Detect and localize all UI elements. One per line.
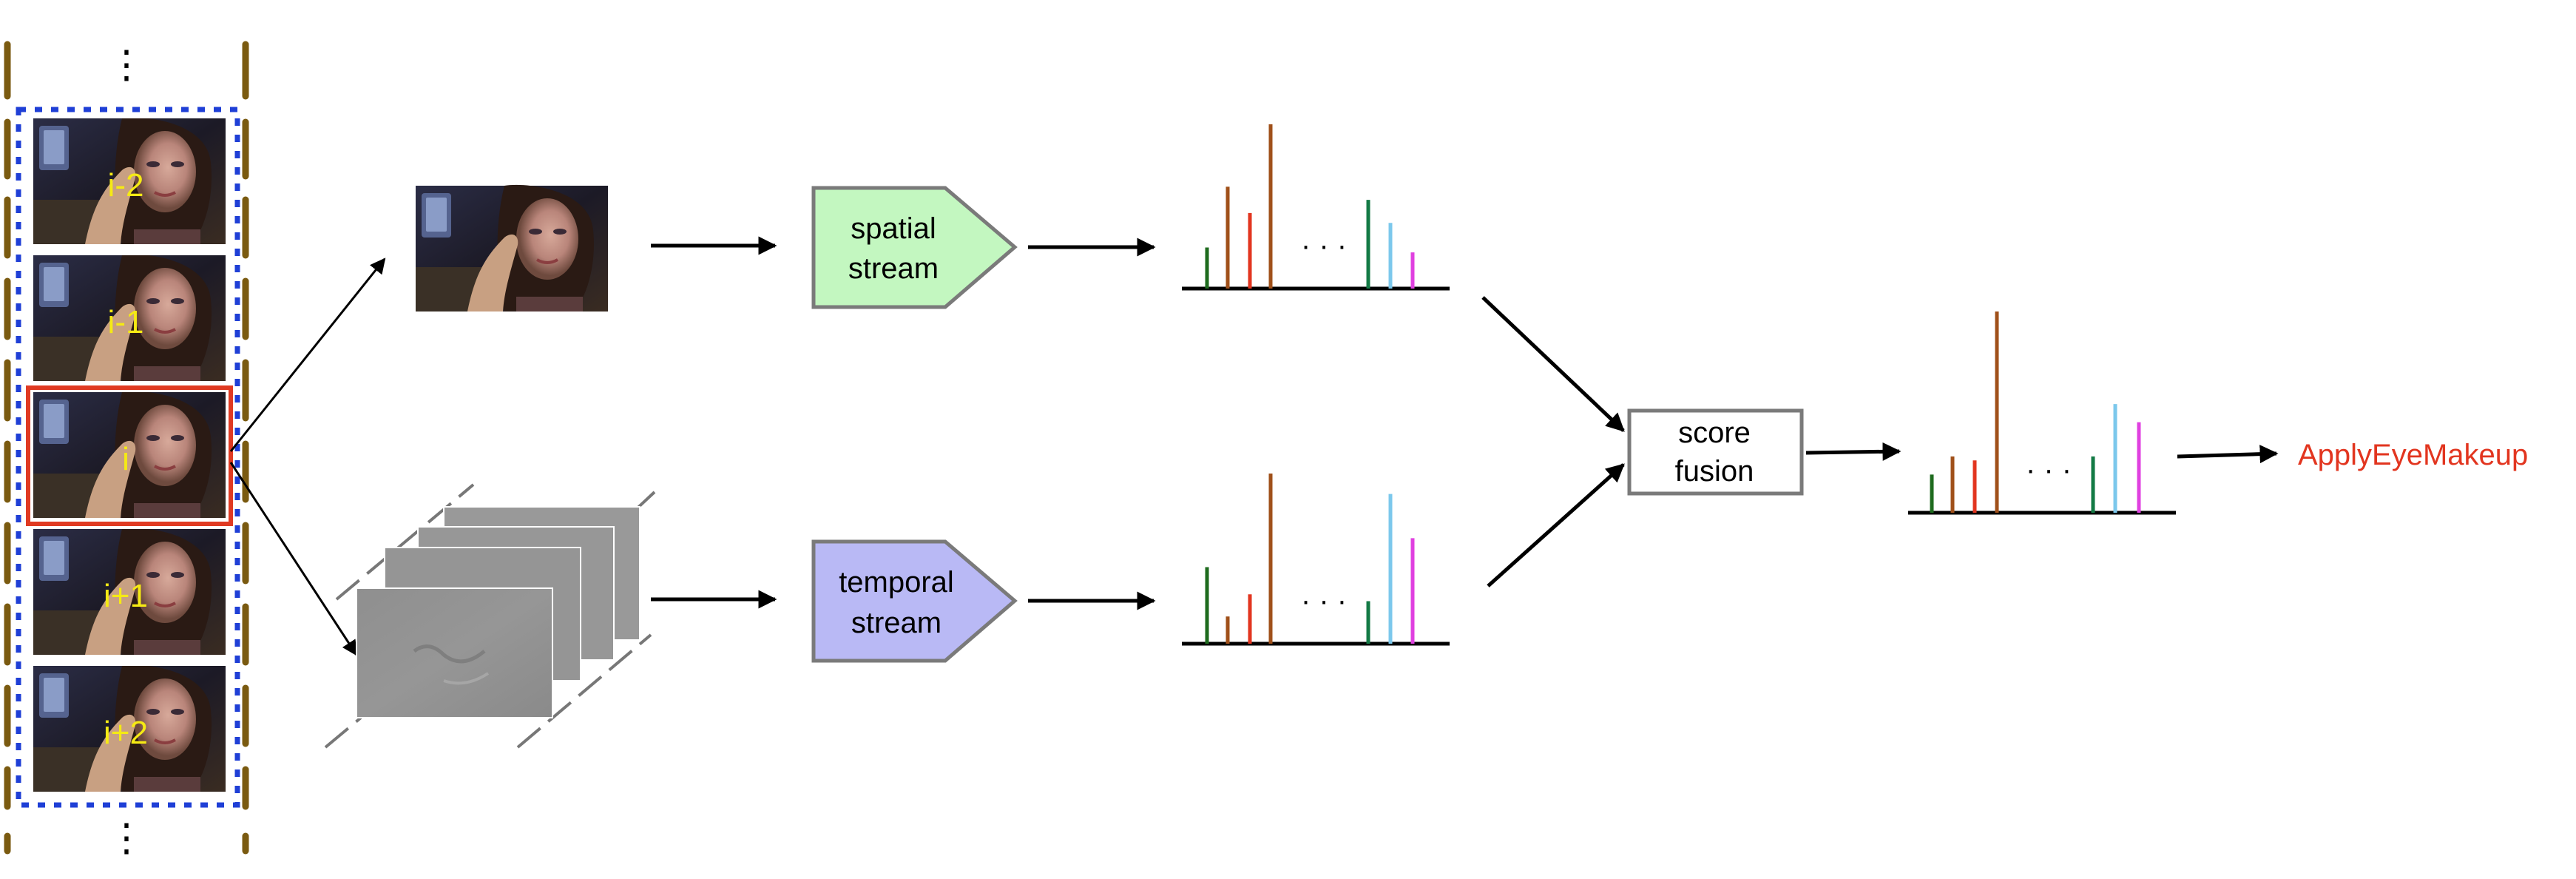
frame-label: i+1 — [104, 578, 148, 614]
arrow-frame-to-rgb — [229, 257, 386, 452]
flow-stack-diagonal — [324, 716, 362, 749]
frame-label: i+2 — [104, 715, 148, 751]
frame-i-minus-1: i-1 — [33, 255, 226, 381]
temporal-stream-label-line1: temporal — [839, 566, 954, 599]
spatial-score-chart: · · · — [1182, 124, 1450, 291]
film-strip: ⋮ ⋮ i-2 i-1 i i+1 i+2 — [4, 41, 249, 860]
chart-ellipsis: · · · — [1301, 585, 1347, 617]
flow-motion-texture — [413, 644, 486, 664]
frame-i: i — [26, 385, 233, 526]
spatial-stream-block: spatial stream — [811, 186, 1018, 309]
fused-score-chart: · · · — [1908, 311, 2176, 515]
stacked-frames-border — [16, 107, 240, 808]
flow-stack-diagonal — [516, 633, 652, 749]
temporal-score-chart: · · · — [1182, 474, 1450, 646]
flow-stack-diagonal — [335, 483, 475, 601]
frame-label: i — [122, 441, 129, 477]
frame-label: i-2 — [108, 167, 144, 203]
spatial-stream-label-line2: stream — [848, 252, 939, 285]
score-fusion-label-line2: fusion — [1675, 455, 1754, 488]
film-bottom-ellipsis: ⋮ — [107, 817, 146, 860]
optical-flow-stack — [324, 483, 656, 749]
frame-label: i-1 — [108, 304, 144, 340]
frame-i-minus-2: i-2 — [33, 118, 226, 244]
chart-ellipsis: · · · — [2026, 454, 2072, 486]
chart-ellipsis: · · · — [1301, 229, 1347, 262]
temporal-stream-label-line2: stream — [851, 607, 942, 639]
film-top-ellipsis: ⋮ — [107, 44, 146, 87]
arrow-fused-scores-to-output — [2177, 445, 2279, 464]
spatial-stream-label-line1: spatial — [851, 212, 936, 245]
score-fusion-label-line1: score — [1678, 417, 1751, 449]
flow-frame — [356, 587, 553, 718]
frame-i-plus-2: i+2 — [33, 666, 226, 792]
arrow-temporal-scores-to-fusion — [1487, 463, 1625, 587]
current-frame-highlight — [26, 385, 233, 526]
arrow-fusion-to-fused-scores — [1805, 442, 1901, 461]
frame-i-plus-1: i+1 — [33, 529, 226, 655]
predicted-class-label: ApplyEyeMakeup — [2298, 439, 2528, 471]
score-fusion-block: score fusion — [1627, 408, 1804, 496]
flow-motion-texture — [443, 672, 490, 685]
arrow-spatial-scores-to-fusion — [1481, 296, 1625, 432]
temporal-stream-block: temporal stream — [811, 539, 1018, 663]
rgb-frame-image — [416, 185, 608, 311]
arrow-frame-to-flow — [229, 462, 358, 656]
